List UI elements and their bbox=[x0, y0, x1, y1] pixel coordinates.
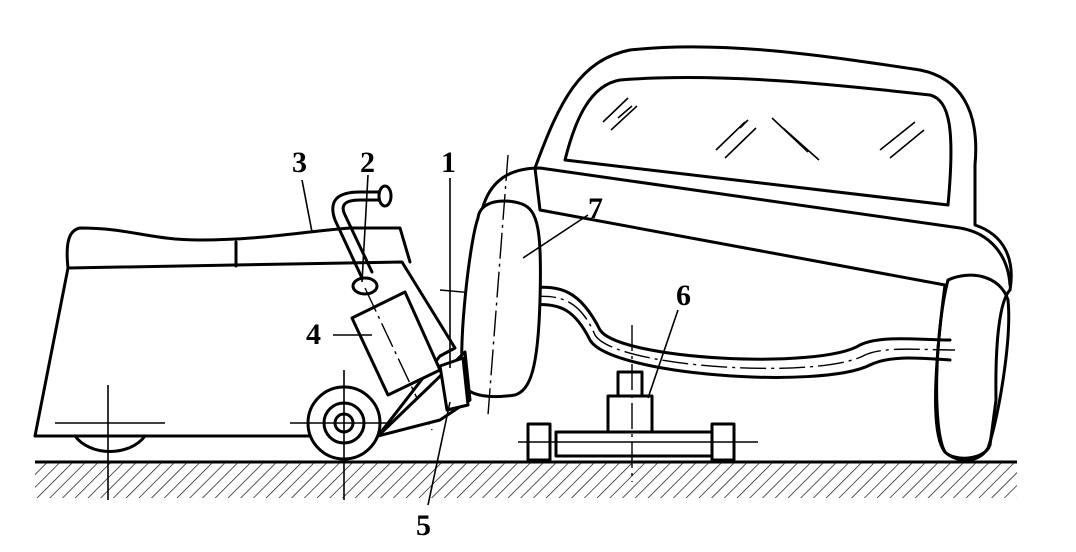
label-2: 2 bbox=[360, 146, 375, 179]
leader-lines bbox=[301, 174, 679, 506]
label-7: 7 bbox=[588, 192, 603, 225]
car-rear-wheel bbox=[935, 273, 1011, 462]
label-4: 4 bbox=[306, 318, 321, 351]
tow-truck-wheels bbox=[55, 370, 400, 500]
car-front-wheel bbox=[460, 154, 542, 416]
crane-arm bbox=[331, 184, 393, 296]
label-1: 1 bbox=[441, 146, 456, 179]
label-5: 5 bbox=[416, 509, 431, 542]
part-labels: 1 2 3 4 5 6 7 bbox=[292, 146, 691, 542]
jack bbox=[518, 325, 758, 482]
label-6: 6 bbox=[676, 279, 691, 312]
tow-truck-body bbox=[33, 226, 457, 438]
ground bbox=[35, 460, 1017, 498]
label-3: 3 bbox=[292, 146, 307, 179]
car-body bbox=[480, 45, 1013, 460]
